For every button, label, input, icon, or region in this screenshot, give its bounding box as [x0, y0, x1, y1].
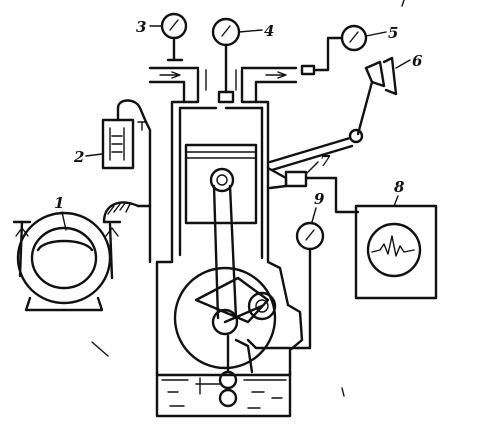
label-8: 8	[394, 178, 405, 196]
manometer-2	[101, 99, 152, 208]
label-5: 5	[388, 24, 398, 42]
blower-1	[12, 201, 152, 312]
scan-marks	[91, 0, 405, 397]
label-7: 7	[320, 152, 331, 170]
callout-9: 9	[311, 190, 325, 223]
callout-4: 4	[238, 22, 274, 40]
label-3: 3	[136, 18, 146, 36]
label-2: 2	[73, 148, 84, 166]
sensor-6	[268, 56, 398, 172]
gauge-9	[246, 221, 325, 350]
callout-6: 6	[395, 52, 423, 70]
callout-7: 7	[305, 152, 331, 175]
oil-sump	[155, 370, 292, 418]
crankshaft	[173, 266, 277, 370]
gauge-3	[160, 12, 188, 62]
callout-3: 3	[136, 18, 163, 36]
gauge-5	[300, 24, 368, 76]
oil-pump	[195, 334, 254, 408]
label-9: 9	[314, 190, 325, 208]
label-6: 6	[412, 52, 423, 70]
callout-5: 5	[365, 24, 398, 42]
callout-2: 2	[73, 148, 103, 166]
callout-8: 8	[393, 178, 405, 207]
callout-1: 1	[54, 194, 67, 231]
label-4: 4	[264, 22, 274, 40]
piston	[184, 143, 258, 225]
transducer-7	[266, 166, 360, 214]
cylinder-liner	[178, 106, 264, 260]
oscilloscope-8	[354, 204, 438, 300]
gauge-4	[211, 17, 241, 104]
connecting-rod	[212, 184, 238, 320]
engine-block	[148, 66, 304, 377]
label-1: 1	[54, 194, 64, 212]
